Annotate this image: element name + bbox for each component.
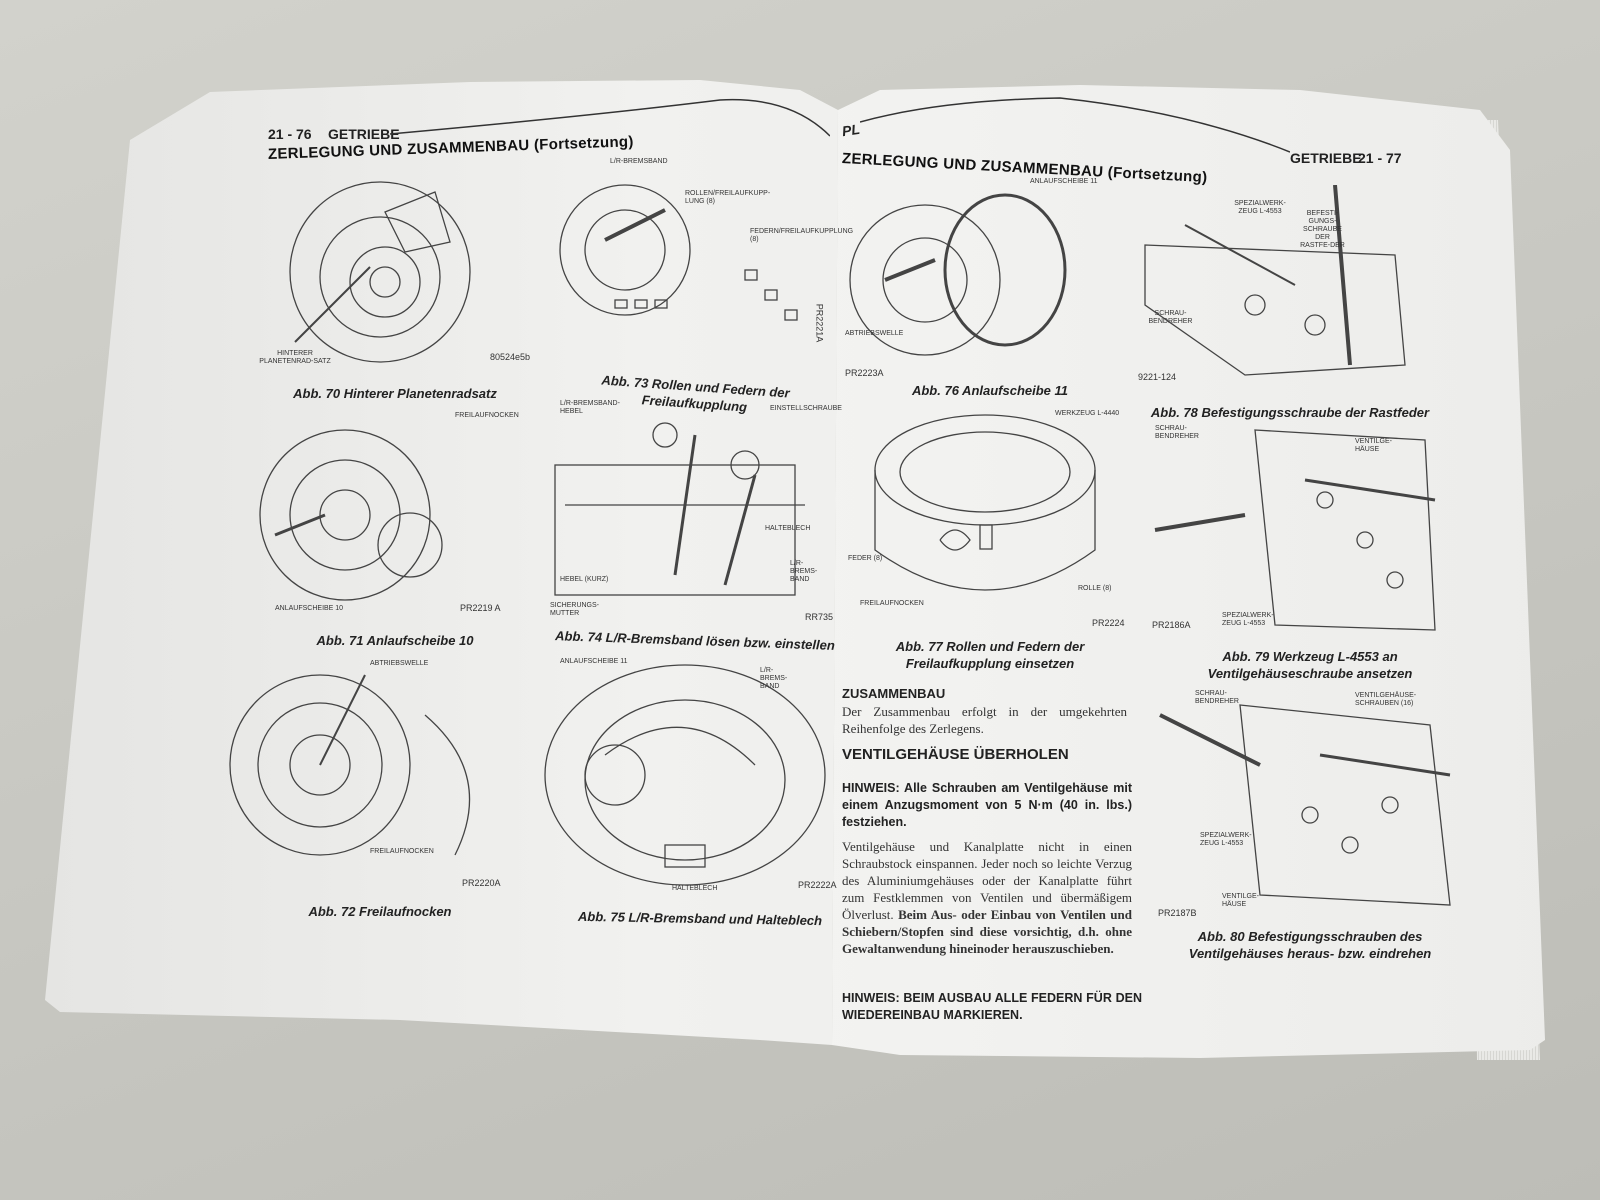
figure-code: RR735 xyxy=(805,612,834,622)
page-number-right: 21 - 77 xyxy=(1358,150,1402,166)
chapter-left: GETRIEBE xyxy=(328,126,400,142)
label: FREILAUFNOCKEN xyxy=(860,600,924,607)
figure-code: PR2221A xyxy=(814,303,825,343)
figure-code: 80524e5b xyxy=(490,352,531,362)
figure-70-caption: Abb. 70 Hinterer Planetenradsatz xyxy=(293,386,497,401)
zusammenbau-text: Der Zusammenbau erfolgt in der umgekehrt… xyxy=(842,704,1127,736)
model-code: PL xyxy=(840,120,861,140)
figure-80-illustration xyxy=(1150,685,1460,915)
figure-72-illustration xyxy=(225,655,525,885)
paragraph-normal: Ventilgehäuse und Kanalplatte nicht in e… xyxy=(842,839,1132,922)
label: SPEZIALWERK-ZEUG L-4553 xyxy=(1222,612,1274,627)
paragraph-warning: Ventilgehäuse und Kanalplatte nicht in e… xyxy=(842,838,1132,957)
note-springs: HINWEIS: BEIM AUSBAU ALLE FEDERN FÜR DEN… xyxy=(842,991,1142,1022)
label: L/R-BREMSBAND xyxy=(610,158,668,165)
label: ANLAUFSCHEIBE 10 xyxy=(275,605,344,612)
figure-80-caption: Abb. 80 Befestigungsschrauben des Ventil… xyxy=(1188,929,1432,961)
chapter-right: GETRIEBE xyxy=(1290,150,1362,166)
figure-71-caption: Abb. 71 Anlaufscheibe 10 xyxy=(316,633,474,648)
label: EINSTELLSCHRAUBE xyxy=(770,405,842,412)
label: L/R-BREMS-BAND xyxy=(760,667,788,690)
label: SCHRAU-BENDREHER xyxy=(1148,310,1193,325)
label: SPEZIALWERK-ZEUG L-4553 xyxy=(1234,200,1286,215)
label: ABTRIEBSWELLE xyxy=(845,330,904,337)
figure-code: PR2186A xyxy=(1152,620,1191,630)
label: SPEZIALWERK-ZEUG L-4553 xyxy=(1200,832,1252,847)
label: VENTILGEHÄUSE-SCHRAUBEN (16) xyxy=(1355,692,1417,707)
label: ROLLE (8) xyxy=(1078,585,1112,592)
label: L/R-BREMSBAND-HEBEL xyxy=(560,400,620,415)
label: SCHRAU-BENDREHER xyxy=(1195,690,1239,705)
header-rule-left xyxy=(390,98,830,137)
figure-74-illustration xyxy=(545,395,835,620)
figure-70-illustration xyxy=(235,172,525,372)
label: HINTERER PLANETENRAD-SATZ xyxy=(259,350,331,365)
label: VENTILGE-HÄUSE xyxy=(1355,438,1392,453)
figure-77-illustration xyxy=(845,400,1130,620)
figure-71-illustration xyxy=(235,405,525,615)
label: SICHERUNGS-MUTTER xyxy=(550,602,600,617)
figure-code: PR2223A xyxy=(845,368,884,378)
figure-72-caption: Abb. 72 Freilaufnocken xyxy=(308,904,452,919)
figure-78-illustration xyxy=(1135,184,1455,385)
label: ANLAUFSCHEIBE 11 xyxy=(1030,178,1098,185)
figure-79-illustration xyxy=(1145,420,1455,635)
label: VENTILGE-HÄUSE xyxy=(1222,893,1259,908)
label: HEBEL (KURZ) xyxy=(560,576,609,583)
figure-code: PR2224 xyxy=(1092,618,1125,628)
label: BEFESTI-GUNGS-SCHRAUBE DER RASTFE-DER xyxy=(1300,210,1345,249)
label: FEDER (8) xyxy=(848,555,883,562)
label: ANLAUFSCHEIBE 11 xyxy=(560,658,628,665)
page-number-left: 21 - 76 xyxy=(268,126,312,142)
figure-code: PR2222A xyxy=(798,880,837,890)
figure-75-illustration xyxy=(535,655,835,895)
label: HALTEBLECH xyxy=(672,885,718,892)
heading-zusammenbau: ZUSAMMENBAU xyxy=(842,686,946,701)
figure-code: PR2220A xyxy=(462,878,501,888)
label: WERKZEUG L-4440 xyxy=(1055,410,1120,417)
figure-code: PR2219 A xyxy=(460,603,501,613)
figure-code: PR2187B xyxy=(1158,908,1197,918)
label: FREILAUFNOCKEN xyxy=(455,412,519,419)
heading-ventilgehaeuse: VENTILGEHÄUSE ÜBERHOLEN xyxy=(842,746,1069,763)
label: L/R-BREMS-BAND xyxy=(790,560,818,583)
figure-76-caption: Abb. 76 Anlaufscheibe 11 xyxy=(911,383,1069,398)
figure-77-caption: Abb. 77 Rollen und Federn der Freilaufku… xyxy=(895,639,1085,671)
figure-code: 9221-124 xyxy=(1138,372,1177,382)
header-rule-right xyxy=(860,97,1290,153)
paragraph-bold: Beim Aus- oder Einbau von Ventilen und S… xyxy=(842,907,1132,956)
label: ROLLEN/FREILAUFKUPP-LUNG (8) xyxy=(685,190,771,205)
figure-73-illustration xyxy=(555,150,830,365)
label: SCHRAU-BENDREHER xyxy=(1155,425,1199,440)
label: FREILAUFNOCKEN xyxy=(370,848,434,855)
figure-79-caption: Abb. 79 Werkzeug L-4553 an Ventilgehäuse… xyxy=(1207,649,1413,681)
figure-76-illustration xyxy=(845,175,1125,370)
note-torque: HINWEIS: Alle Schrauben am Ventilgehäuse… xyxy=(842,781,1132,829)
figure-78-caption: Abb. 78 Befestigungsschraube der Rastfed… xyxy=(1150,405,1430,420)
label: FEDERN/FREILAUFKUPPLUNG (8) xyxy=(750,228,854,243)
label: HALTEBLECH xyxy=(765,525,811,532)
label: ABTRIEBSWELLE xyxy=(370,660,429,667)
